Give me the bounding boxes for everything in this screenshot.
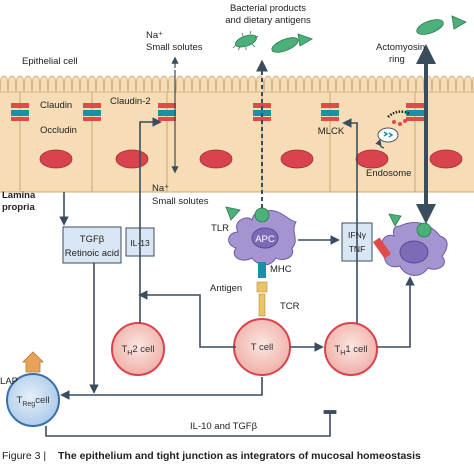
nucleus xyxy=(39,149,73,169)
caption-title: The epithelium and tight junction as int… xyxy=(58,450,421,462)
th2-label: TH2 cell xyxy=(121,344,154,357)
mlck-dot xyxy=(403,119,407,123)
tight-junction xyxy=(11,103,29,121)
arrow-tcell-to-treg xyxy=(60,377,263,400)
apc-cell xyxy=(225,206,297,317)
label-antigen: Antigen xyxy=(210,283,242,294)
label-small-solutes-top: Small solutes xyxy=(146,42,203,53)
inhibition-il10-tgfb xyxy=(45,410,337,437)
tight-junction xyxy=(83,103,101,121)
label-lamina: Lamina xyxy=(2,190,36,201)
label-ring: ring xyxy=(389,54,405,65)
label-na-bottom: Na⁺ xyxy=(152,183,169,194)
label-lap: LAP xyxy=(0,376,18,387)
tlr-receptor xyxy=(372,237,392,259)
antigen-triangle-icon xyxy=(451,15,467,30)
label-tcr: TCR xyxy=(280,301,300,312)
apc-nucleus xyxy=(399,240,429,264)
microvilli-border xyxy=(0,75,474,93)
antigen-triangle-icon xyxy=(388,213,402,227)
treg-cell xyxy=(6,373,60,427)
labels: Bacterial products and dietary antigens … xyxy=(0,3,425,432)
mlck-dot xyxy=(398,122,402,126)
tight-junction xyxy=(158,103,176,121)
cell-labels: TH2 cell T cell TH1 cell TRegcell xyxy=(17,342,368,408)
bacterial-products xyxy=(232,15,467,53)
bacterium-flagella xyxy=(232,30,259,51)
label-actomyosin: Actomyosin xyxy=(376,42,425,53)
antigen-ellipse-icon xyxy=(416,19,444,35)
actomyosin-ring xyxy=(387,110,411,118)
transport-arrows xyxy=(171,44,436,224)
caption-figure-number: Figure 3 | xyxy=(2,450,46,462)
label-mlck: MLCK xyxy=(318,126,345,137)
nucleus xyxy=(355,149,389,169)
tgfb-box xyxy=(62,226,122,264)
tight-junction xyxy=(253,103,271,121)
label-claudin-2: Claudin-2 xyxy=(110,96,151,107)
tight-junctions xyxy=(11,103,424,121)
tcr-molecule xyxy=(258,293,266,317)
nucleus xyxy=(115,149,149,169)
epithelium-layer xyxy=(0,75,474,193)
lap-icon xyxy=(22,351,44,373)
label-claudin: Claudin xyxy=(40,100,72,111)
antigen-bound-icon xyxy=(254,207,270,223)
apc-nucleus xyxy=(251,227,279,249)
figure-caption: Figure 3 | The epithelium and tight junc… xyxy=(2,450,421,462)
antigen-peptide xyxy=(256,281,268,293)
tcell-label: T cell xyxy=(251,342,274,353)
treg-label: TRegcell xyxy=(17,395,50,408)
apc-cell-right xyxy=(372,213,448,276)
nucleus xyxy=(429,149,463,169)
mhc-molecule xyxy=(258,262,266,278)
label-bacterial-products: Bacterial products xyxy=(230,3,306,14)
label-tlr: TLR xyxy=(211,223,229,234)
label-propria: propria xyxy=(2,202,35,213)
label-epithelial-cell: Epithelial cell xyxy=(22,56,77,67)
signal-arrows xyxy=(45,117,415,437)
label-mhc: MHC xyxy=(270,264,292,275)
label-na-top: Na⁺ xyxy=(146,30,163,41)
label-endosome: Endosome xyxy=(366,168,411,179)
label-apc: APC xyxy=(255,234,275,245)
th1-cell xyxy=(324,322,378,376)
tight-junction xyxy=(406,103,424,121)
ifng-label: IFNγ xyxy=(348,230,367,240)
endocytosis-arrow xyxy=(375,138,385,149)
label-il10-tgfb: IL-10 and TGFβ xyxy=(190,421,258,432)
mlck-dot xyxy=(392,120,396,124)
endosome xyxy=(377,127,399,143)
arrow-th1-to-apc xyxy=(377,276,415,348)
antigen-ellipse-icon xyxy=(271,37,299,53)
th1-label: TH1 cell xyxy=(334,344,367,357)
antigen-bound-icon xyxy=(416,222,432,238)
th2-cell xyxy=(111,322,165,376)
nucleus xyxy=(280,149,314,169)
endosome-content xyxy=(383,131,394,138)
box-labels: TGFβ Retinoic acid IL-13 IFNγ TNF xyxy=(65,230,367,259)
il13-label: IL-13 xyxy=(130,238,150,248)
arrow-tcell-to-th2 xyxy=(138,290,236,348)
t-cells xyxy=(6,318,378,427)
arrow-il13-to-junction xyxy=(139,117,162,323)
nucleus xyxy=(199,149,233,169)
tnf-label: TNF xyxy=(349,244,366,254)
label-small-solutes-bottom: Small solutes xyxy=(152,196,209,207)
arrow-ifng-to-mlck xyxy=(342,118,358,323)
tgfb-label: TGFβ xyxy=(80,234,105,245)
tight-junction xyxy=(321,103,339,121)
retinoic-acid-label: Retinoic acid xyxy=(65,248,119,259)
antigen-triangle-icon xyxy=(297,33,313,47)
label-dietary-antigens: and dietary antigens xyxy=(225,15,311,26)
antigen-triangle-icon xyxy=(225,206,241,221)
label-occludin: Occludin xyxy=(40,125,77,136)
